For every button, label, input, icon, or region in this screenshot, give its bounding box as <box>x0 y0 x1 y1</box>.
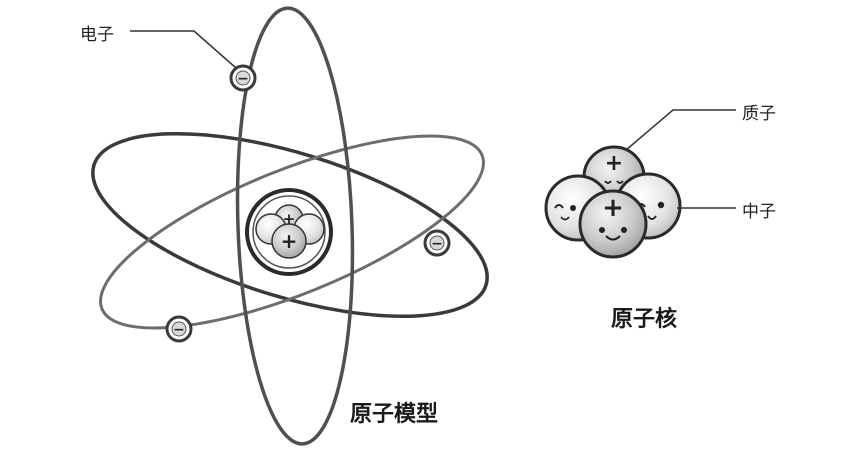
electron-leader-line <box>130 30 237 69</box>
proton-label: 质子 <box>742 104 776 124</box>
orbit-vertical <box>235 6 355 446</box>
electron-sign: − <box>173 322 185 338</box>
nucleus-diagram: + + <box>544 109 736 259</box>
orbit-crossing <box>99 134 485 330</box>
electron: − <box>423 229 451 257</box>
proton-sign: + <box>602 193 624 223</box>
nucleus-proton-sign-top: + <box>283 210 296 228</box>
electron: − <box>229 64 257 92</box>
nucleus-proton-sign-front: + <box>281 229 298 253</box>
orbit-wide <box>91 131 489 319</box>
proton-leader-line <box>625 109 736 151</box>
proton: + <box>578 189 648 259</box>
electron: − <box>165 315 193 343</box>
proton-sign: + <box>605 151 623 176</box>
atom-model-caption: 原子模型 <box>350 402 439 427</box>
atom-model: + + − − − <box>91 6 489 446</box>
electron-label: 电子 <box>80 25 114 45</box>
atom-nucleus: + + <box>245 188 333 276</box>
electron-sign: − <box>431 236 443 252</box>
electron-sign: − <box>237 71 249 87</box>
nucleus-caption: 原子核 <box>611 307 678 332</box>
neutron-label: 中子 <box>742 202 776 222</box>
